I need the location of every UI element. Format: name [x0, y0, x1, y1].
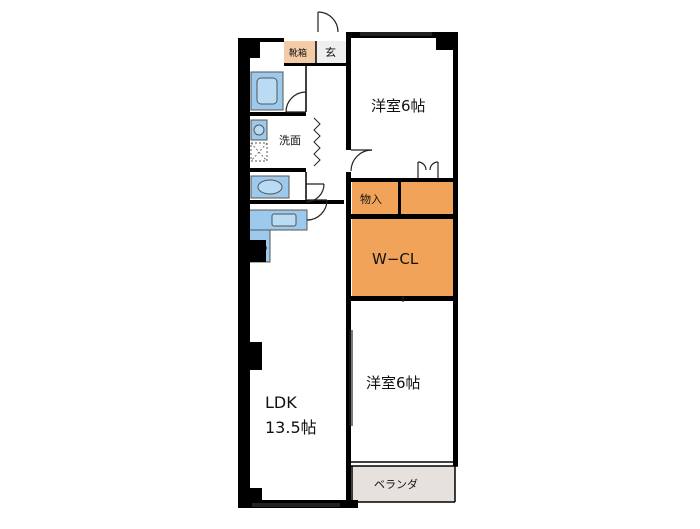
storage-area-2: [401, 182, 455, 214]
ldk-size-label: 13.5帖: [265, 418, 317, 437]
entrance-area: [316, 41, 348, 63]
bedroom-north-label: 洋室6帖: [371, 97, 426, 115]
ldk-label: LDK: [265, 393, 297, 412]
accordion-partition: [313, 117, 321, 167]
shoe-box-label: 靴箱: [289, 49, 308, 59]
storage-area: [352, 182, 399, 214]
shoe-box-area: [284, 41, 316, 63]
storage-label: 物入: [360, 193, 382, 206]
bedroom-south-label: 洋室6帖: [366, 374, 421, 392]
walk-in-closet-label: W−CL: [372, 250, 419, 268]
windows: [252, 32, 432, 507]
veranda-area: [352, 466, 455, 502]
walk-in-closet-area: [352, 219, 455, 297]
walls: [238, 32, 458, 508]
veranda-label: ベランダ: [374, 478, 418, 491]
doors: [285, 11, 439, 426]
entrance-label: 玄: [325, 46, 336, 59]
washroom-label: 洗面: [279, 134, 301, 147]
